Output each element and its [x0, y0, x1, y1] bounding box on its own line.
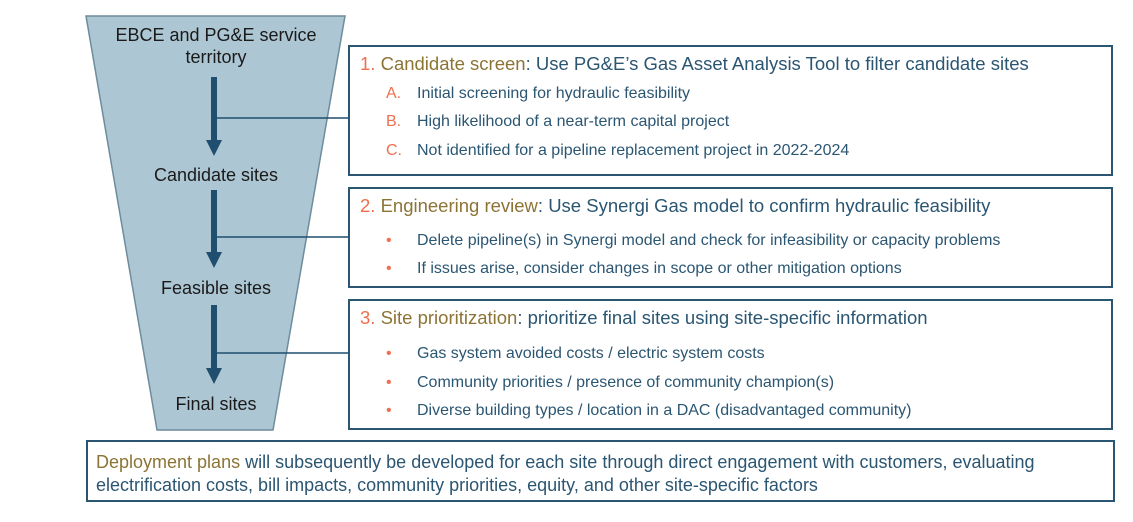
- list-item: •Diverse building types / location in a …: [386, 402, 912, 419]
- stage-feasible-sites: Feasible sites: [160, 278, 272, 298]
- arrow-1-head: [206, 140, 222, 156]
- deployment-plans-note: Deployment plans will subsequently be de…: [86, 440, 1115, 502]
- list-item: •Gas system avoided costs / electric sys…: [386, 345, 765, 362]
- step-title: 1. Candidate screen: Use PG&E’s Gas Asse…: [360, 53, 1029, 74]
- step-candidate-screen: 1. Candidate screen: Use PG&E’s Gas Asse…: [348, 45, 1113, 176]
- step-site-prioritization: 3. Site prioritization: prioritize final…: [348, 299, 1113, 430]
- list-item: •Community priorities / presence of comm…: [386, 374, 835, 391]
- list-item: B.High likelihood of a near-term capital…: [386, 113, 730, 130]
- list-item: •Delete pipeline(s) in Synergi model and…: [386, 232, 1001, 249]
- list-item: A.Initial screening for hydraulic feasib…: [386, 85, 691, 102]
- stage-candidate-sites: Candidate sites: [153, 165, 279, 185]
- arrow-2-head: [206, 252, 222, 268]
- list-item: •If issues arise, consider changes in sc…: [386, 260, 902, 277]
- list-item: C.Not identified for a pipeline replacem…: [386, 142, 850, 159]
- step-title: 3. Site prioritization: prioritize final…: [360, 307, 928, 328]
- stage-final-sites: Final sites: [175, 394, 257, 414]
- step-engineering-review: 2. Engineering review: Use Synergi Gas m…: [348, 187, 1113, 288]
- arrow-3-head: [206, 368, 222, 384]
- stage-territory: EBCE and PG&E service territory: [115, 25, 317, 67]
- step-title: 2. Engineering review: Use Synergi Gas m…: [360, 195, 991, 216]
